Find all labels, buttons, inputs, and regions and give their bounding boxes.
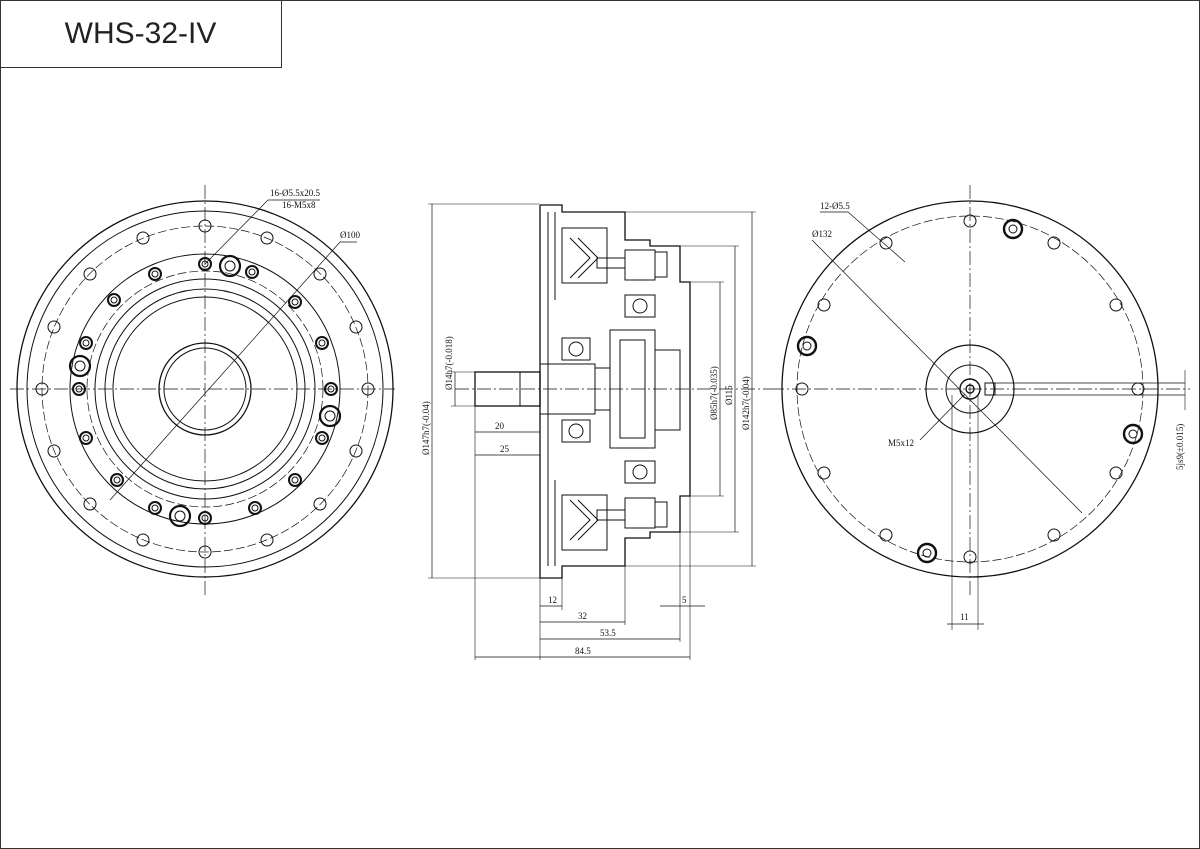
dim-84-5: 84.5 (575, 646, 591, 656)
dim-20: 20 (495, 421, 505, 431)
dim-5: 5 (682, 595, 687, 605)
key-tolerance: 5js9(±0.015) (1175, 424, 1185, 470)
hole-note-2: 16-M5x8 (282, 200, 316, 210)
right-bolt-holes (795, 214, 1145, 564)
left-pcd-label: Ø100 (340, 230, 360, 240)
section-view (428, 203, 770, 660)
right-view (770, 185, 1190, 630)
dim-outer-diameter: Ø147h7(-0.04) (421, 401, 431, 455)
hole-note-1: 16-Ø5.5x20.5 (270, 188, 320, 198)
model-title: WHS-32-IV (0, 0, 282, 68)
left-view (10, 185, 395, 595)
right-dimension-labels: 12-Ø5.5 Ø132 M5x12 11 5js9(±0.015) (812, 201, 1185, 622)
keyway-width: 11 (960, 612, 969, 622)
right-pcd-label: Ø132 (812, 229, 832, 239)
dim-32: 32 (578, 611, 587, 621)
section-dimension-labels: Ø147h7(-0.04) Ø14h7(-0.018) Ø85h7(-0.035… (421, 336, 751, 656)
dim-53-5: 53.5 (600, 628, 616, 638)
dim-142h7: Ø142h7(-0.04) (741, 376, 751, 430)
dim-12: 12 (548, 595, 557, 605)
dim-115: Ø115 (724, 385, 734, 405)
inner-threaded-holes (72, 257, 338, 525)
outer-bolt-holes (35, 219, 375, 559)
dim-85h7: Ø85h7(-0.035) (709, 366, 719, 420)
dim-shaft-diameter: Ø14h7(-0.018) (444, 336, 454, 390)
right-hole-note: 12-Ø5.5 (820, 201, 850, 211)
thread-label: M5x12 (888, 438, 914, 448)
dim-25: 25 (500, 444, 510, 454)
